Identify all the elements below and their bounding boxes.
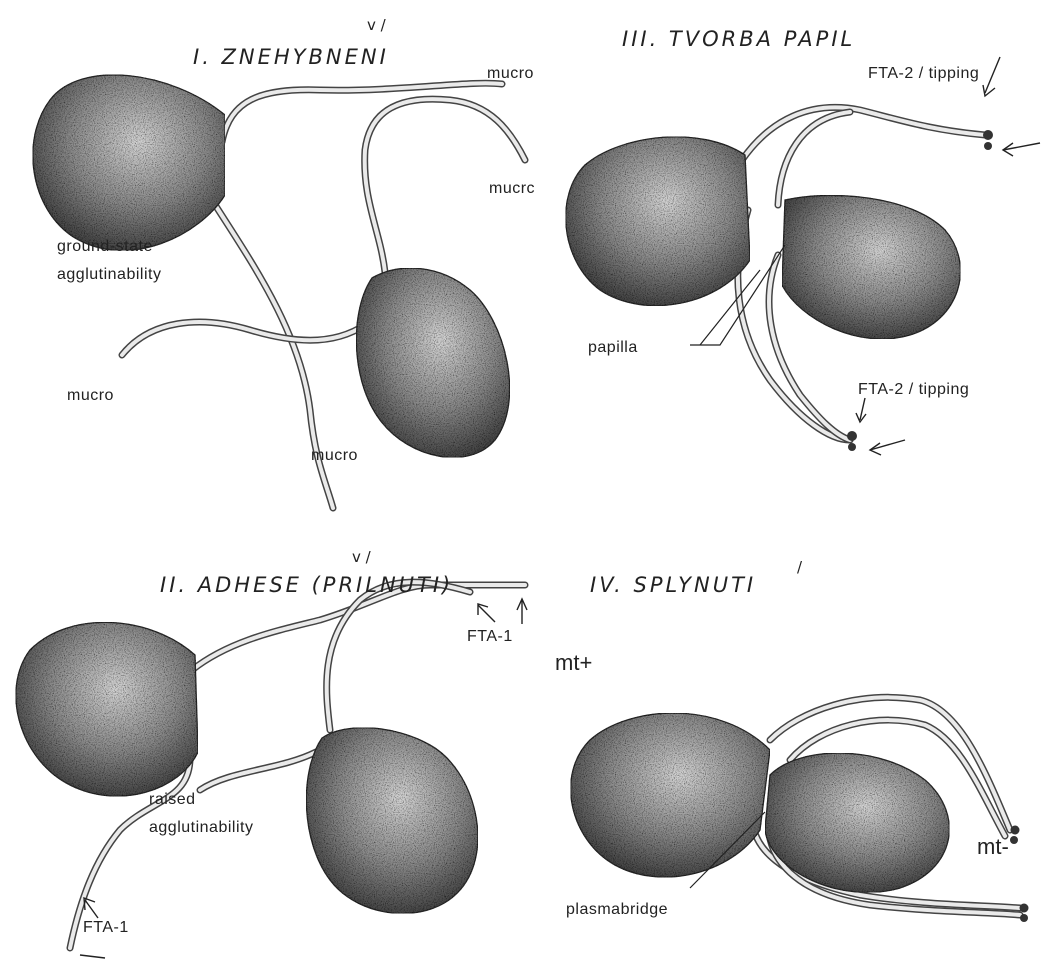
panel-1-title: I. ZNEHYBNENI: [193, 45, 389, 69]
cell-1a: [33, 75, 225, 251]
cell-4a: [571, 713, 770, 877]
label-mt-minus: mt-: [977, 834, 1009, 859]
label-raised-agglutinability: agglutinability: [149, 819, 253, 836]
panel-1: [33, 75, 525, 508]
panel-2: [16, 582, 527, 958]
panel-4: [571, 697, 1029, 922]
label-raised: raised: [149, 791, 196, 808]
cell-2a: [16, 622, 198, 796]
label-fta1-top: FTA-1: [467, 628, 513, 645]
label-ground-agglutinability: agglutinability: [57, 266, 161, 283]
label-ground-state: ground-state: [57, 238, 153, 255]
cell-3a: [566, 137, 750, 306]
label-mt-plus: mt+: [555, 650, 592, 675]
label-fta2-bottom: FTA-2 / tipping: [858, 381, 969, 398]
label-mucro-bottom: mucro: [311, 447, 358, 464]
label-plasmabridge: plasmabridge: [566, 901, 668, 918]
panel-3-title: III. TVORBA PAPIL: [622, 27, 855, 51]
panel-1-title-accents: v /: [367, 16, 387, 34]
cell-1b: [356, 268, 509, 457]
panel-4-title-accents: /: [797, 558, 803, 576]
label-fta1-bottom: FTA-1: [83, 919, 129, 936]
label-mucro-top: mucro: [487, 65, 534, 82]
panel-4-title: IV. SPLYNUTI: [590, 573, 756, 597]
label-mucro-left: mucro: [67, 387, 114, 404]
label-papilla: papilla: [588, 339, 638, 356]
label-mucro-right: mucrc: [489, 180, 535, 197]
label-fta2-top: FTA-2 / tipping: [868, 65, 979, 82]
panel-2-title-accents: v /: [352, 548, 372, 566]
panel-2-title: II. ADHESE (PRILNUTI): [160, 573, 453, 597]
cell-3b: [782, 195, 960, 339]
cell-2b: [306, 728, 477, 914]
